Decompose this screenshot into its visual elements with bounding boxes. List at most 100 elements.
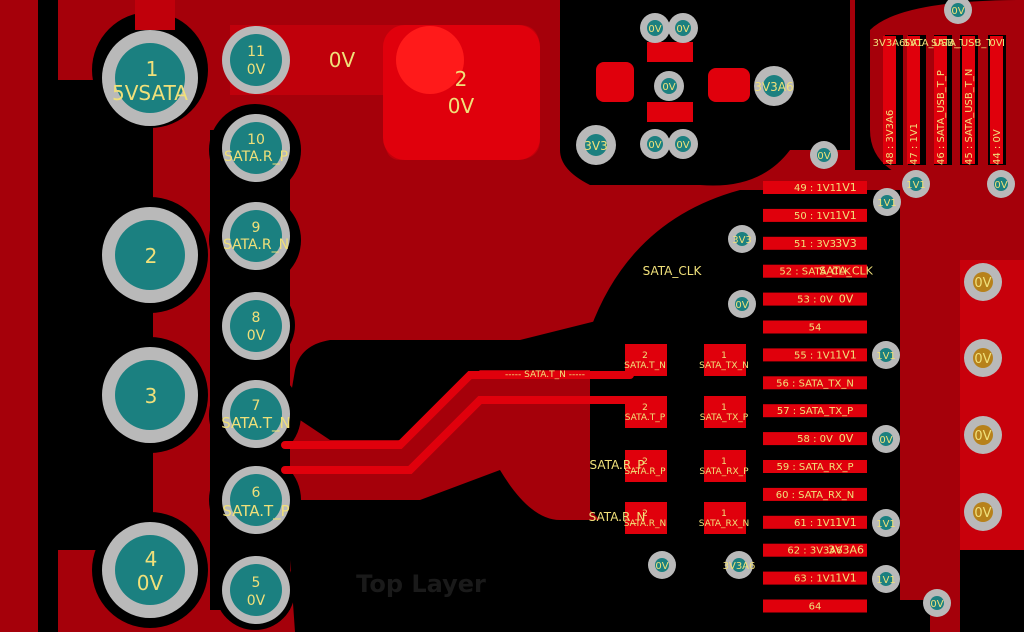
pad-number: 1 bbox=[146, 57, 159, 81]
via-label: 0V bbox=[951, 6, 964, 17]
connector-pad-1[interactable]: 1 5VSATA bbox=[102, 30, 198, 126]
via[interactable]: 1V1 bbox=[873, 188, 901, 216]
via[interactable]: 0V bbox=[728, 290, 756, 318]
via[interactable]: 3V3A6 bbox=[723, 551, 756, 579]
cap-pad[interactable] bbox=[647, 102, 693, 122]
chip-pin-pad[interactable]: 53 : 0V 0V bbox=[763, 292, 867, 306]
via[interactable]: 3V3 bbox=[728, 225, 756, 253]
cap-net-label: SATA.R_P bbox=[624, 467, 666, 477]
chip-pin-pad[interactable]: 64 bbox=[763, 599, 867, 613]
via[interactable]: 0V bbox=[648, 551, 676, 579]
pad-hole bbox=[115, 360, 185, 430]
via-hole bbox=[973, 272, 993, 292]
via-label: 1V1 bbox=[876, 575, 896, 586]
via[interactable]: 0V bbox=[668, 13, 698, 43]
via-hole bbox=[879, 516, 893, 530]
cap-pad[interactable] bbox=[596, 62, 634, 102]
chip-pin-pad[interactable]: 54 bbox=[763, 320, 867, 334]
via-hole bbox=[880, 195, 894, 209]
cap-pad-copper bbox=[625, 450, 667, 482]
via[interactable]: 0V bbox=[654, 71, 684, 101]
cap-pad-copper bbox=[704, 502, 746, 534]
pad-number: 6 bbox=[252, 485, 261, 501]
pin-net-label: SATA_USB_T_P bbox=[904, 38, 976, 49]
connector-pad-4[interactable]: 4 0V bbox=[102, 522, 198, 618]
pin-pad-label: 62 : 3V3A6 bbox=[787, 546, 842, 557]
pin-pad-label: 53 : 0V bbox=[797, 295, 833, 306]
pin-pad-copper bbox=[763, 376, 867, 390]
via[interactable]: 0V bbox=[923, 589, 951, 617]
via-hole bbox=[973, 348, 993, 368]
connector-pad-9[interactable]: 9 SATA.R_N bbox=[222, 202, 290, 270]
connector-pad-11[interactable]: 11 0V bbox=[222, 26, 290, 94]
via[interactable]: 0V bbox=[640, 129, 670, 159]
cap-pin-number: 2 bbox=[642, 509, 648, 519]
via[interactable]: 0V bbox=[640, 13, 670, 43]
cap-pad[interactable] bbox=[647, 42, 693, 62]
connector-pad-6[interactable]: 6 SATA.T_P bbox=[222, 466, 290, 534]
via[interactable]: 3V3 bbox=[576, 125, 616, 165]
via-label: 0V bbox=[735, 300, 748, 311]
pin-net-label: 0V bbox=[839, 293, 854, 306]
cap-pin-number: 2 bbox=[642, 351, 648, 361]
chip-pin-pad[interactable]: 56 : SATA_TX_N bbox=[763, 376, 867, 390]
pin-pad-copper bbox=[763, 208, 867, 222]
via[interactable]: 1V1 bbox=[872, 509, 900, 537]
via[interactable]: 0V bbox=[964, 493, 1002, 531]
via-label: 0V bbox=[879, 435, 892, 446]
connector-pad-8[interactable]: 8 0V bbox=[222, 292, 290, 360]
via-hole bbox=[675, 136, 691, 152]
via[interactable]: 0V bbox=[872, 425, 900, 453]
via[interactable]: 3V3A6 bbox=[754, 66, 794, 106]
via[interactable]: 1V1 bbox=[872, 565, 900, 593]
via[interactable]: 1V1 bbox=[872, 341, 900, 369]
via[interactable]: 0V bbox=[668, 129, 698, 159]
connector-pad-5[interactable]: 5 0V bbox=[222, 556, 290, 624]
pad-number: 7 bbox=[252, 398, 261, 414]
connector-pad-3[interactable]: 3 bbox=[102, 347, 198, 443]
via[interactable]: 1V1 bbox=[902, 170, 930, 198]
chip-pin-pad[interactable]: 59 : SATA_RX_P bbox=[763, 460, 867, 473]
via[interactable]: 0V bbox=[964, 263, 1002, 301]
via[interactable]: 0V bbox=[944, 0, 972, 24]
via[interactable]: 0V bbox=[964, 339, 1002, 377]
via[interactable]: 0V bbox=[810, 141, 838, 169]
via[interactable]: 0V bbox=[987, 170, 1015, 198]
connector-pad-2[interactable]: 2 bbox=[102, 207, 198, 303]
chip-pin-pad[interactable]: 60 : SATA_RX_N bbox=[763, 487, 867, 501]
via-hole bbox=[732, 558, 746, 572]
via-hole bbox=[817, 148, 831, 162]
chip-pin-pad[interactable]: 57 : SATA_TX_P bbox=[763, 404, 867, 418]
pad-hole bbox=[230, 564, 282, 616]
connector-pad-7[interactable]: 7 SATA.T_N bbox=[221, 380, 291, 448]
clearance bbox=[210, 130, 290, 610]
cap-pad[interactable] bbox=[708, 68, 750, 102]
via[interactable]: 0V bbox=[964, 416, 1002, 454]
via-hole bbox=[675, 20, 691, 36]
cap-pad-copper bbox=[625, 502, 667, 534]
connector-pad-10[interactable]: 10 SATA.R_P bbox=[222, 114, 290, 182]
